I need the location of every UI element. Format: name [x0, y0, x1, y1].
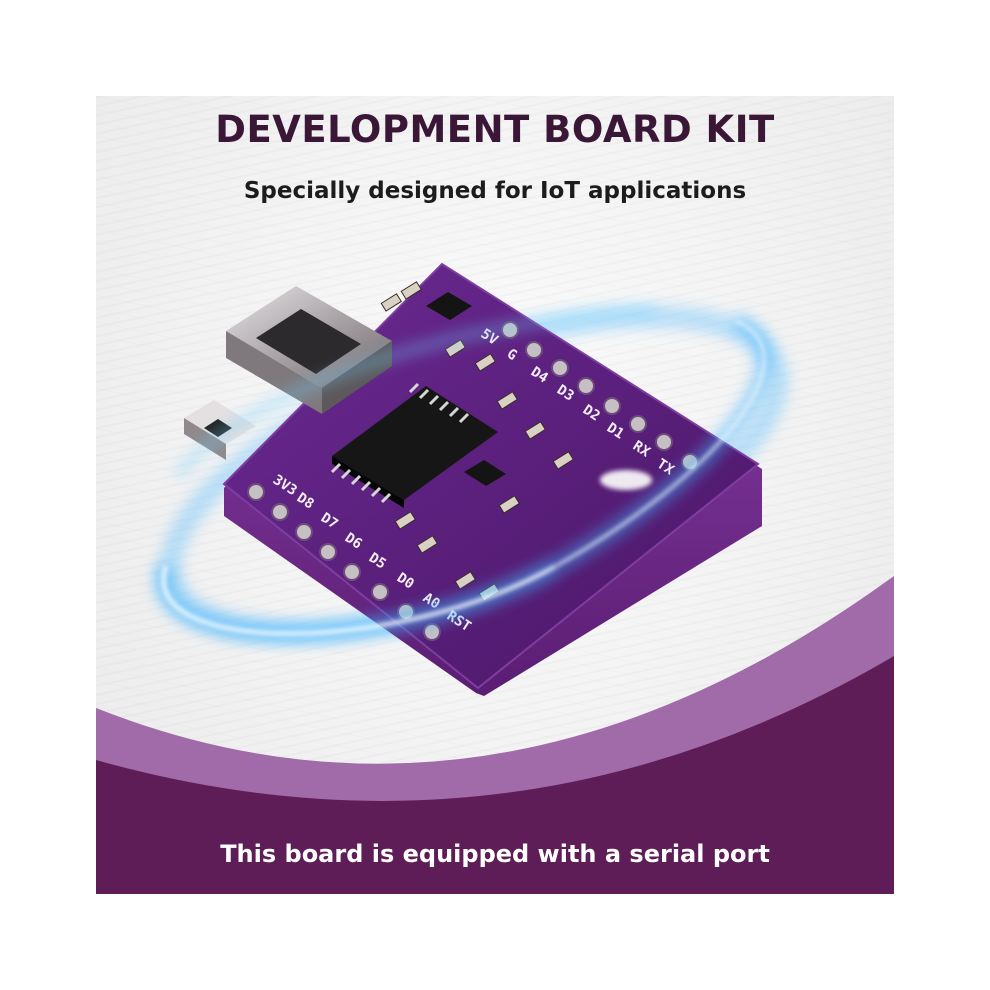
pin-label: D5: [366, 550, 389, 573]
glowing-ring: [153, 305, 774, 644]
pin-label: D3: [554, 382, 577, 405]
serial-chip: [330, 382, 498, 508]
regulator-chip: [426, 292, 472, 320]
footer-caption: This board is equipped with a serial por…: [220, 840, 770, 868]
pin-label: D1: [604, 420, 627, 443]
left-header-pins: [247, 483, 441, 641]
pin-label: RX: [630, 438, 653, 461]
pin-label: D0: [394, 570, 417, 593]
pin-label: TX: [654, 456, 677, 479]
right-pin-labels: 5V G D4 D3 D2 D1 RX TX: [478, 326, 677, 479]
transistor-chip: [464, 460, 506, 486]
pin-label: D7: [318, 510, 341, 533]
dark-wave: [96, 656, 894, 894]
pin-label: D4: [528, 364, 551, 387]
product-illustration: 3V3 D8 D7 D6 D5 D0 A0 RST 5V G D4 D3 D2 …: [96, 262, 894, 894]
product-banner: DEVELOPMENT BOARD KIT Specially designed…: [96, 96, 894, 894]
pin-label: D6: [342, 530, 365, 553]
smd-components: [380, 281, 574, 602]
pin-label: D2: [580, 402, 603, 425]
banner-title: DEVELOPMENT BOARD KIT: [215, 108, 775, 151]
pin-label: D8: [294, 490, 317, 513]
banner-subtitle: Specially designed for IoT applications: [243, 178, 747, 204]
